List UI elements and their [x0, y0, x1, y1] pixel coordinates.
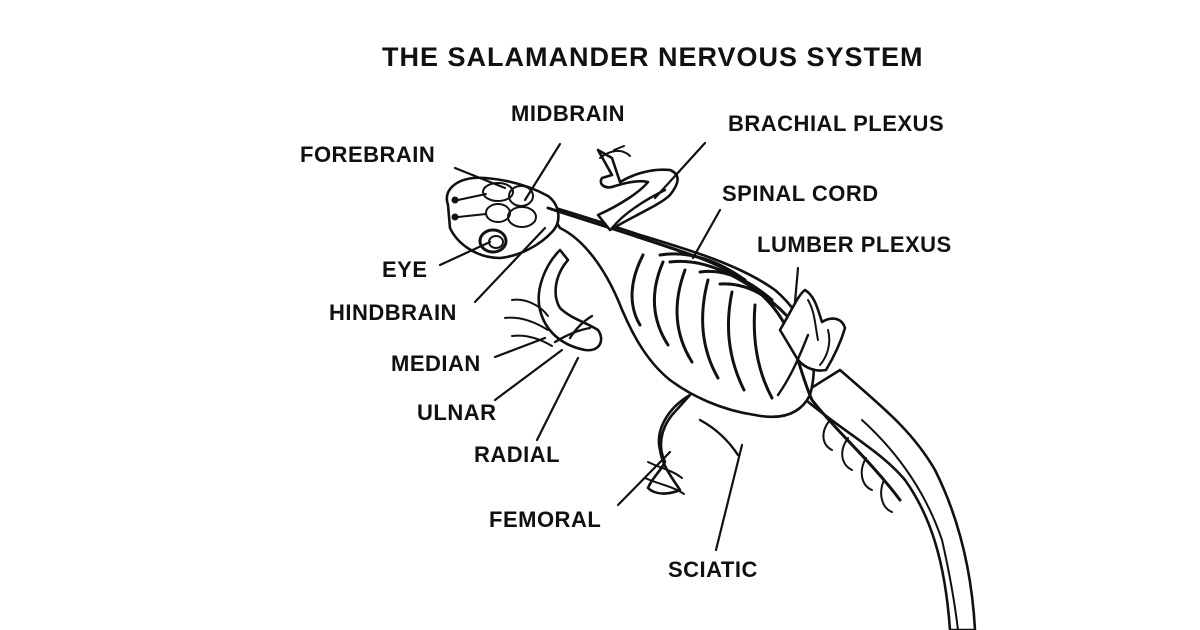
leader-hindbrain — [473, 226, 547, 304]
leader-femoral — [616, 450, 672, 507]
labels: FOREBRAIN MIDBRAIN BRACHIAL PLEXUS SPINA… — [300, 101, 952, 582]
label-radial: RADIAL — [474, 442, 560, 467]
leader-midbrain — [523, 142, 562, 202]
leader-eye — [438, 240, 492, 267]
head-outline — [445, 176, 560, 260]
tail-marks — [822, 419, 893, 513]
front-left-limb — [537, 248, 603, 352]
label-forebrain: FOREBRAIN — [300, 142, 435, 167]
label-sciatic: SCIATIC — [668, 557, 758, 582]
label-midbrain: MIDBRAIN — [511, 101, 625, 126]
rear-left-limb — [646, 393, 692, 495]
label-brachial-plexus: BRACHIAL PLEXUS — [728, 111, 944, 136]
leader-ulnar — [493, 348, 564, 402]
leader-median — [493, 336, 547, 359]
leader-lumber-plexus — [793, 266, 800, 304]
tail-outline — [798, 368, 977, 630]
label-spinal-cord: SPINAL CORD — [722, 181, 879, 206]
leader-forebrain — [453, 166, 507, 190]
label-femoral: FEMORAL — [489, 507, 601, 532]
ribs — [630, 252, 788, 400]
leader-brachial-plexus — [653, 141, 707, 200]
brain — [451, 182, 537, 228]
leader-spinal-cord — [691, 208, 722, 260]
label-eye: EYE — [382, 257, 428, 282]
salamander-illustration — [445, 145, 977, 630]
label-ulnar: ULNAR — [417, 400, 497, 425]
label-lumber-plexus: LUMBER PLEXUS — [757, 232, 952, 257]
diagram-title: THE SALAMANDER NERVOUS SYSTEM — [382, 42, 924, 72]
label-hindbrain: HINDBRAIN — [329, 300, 457, 325]
leader-sciatic — [714, 443, 744, 552]
leader-radial — [535, 356, 580, 442]
leader-lines — [438, 141, 800, 552]
trunk-outline — [543, 203, 815, 419]
front-right-limb — [596, 148, 679, 232]
label-median: MEDIAN — [391, 351, 481, 376]
